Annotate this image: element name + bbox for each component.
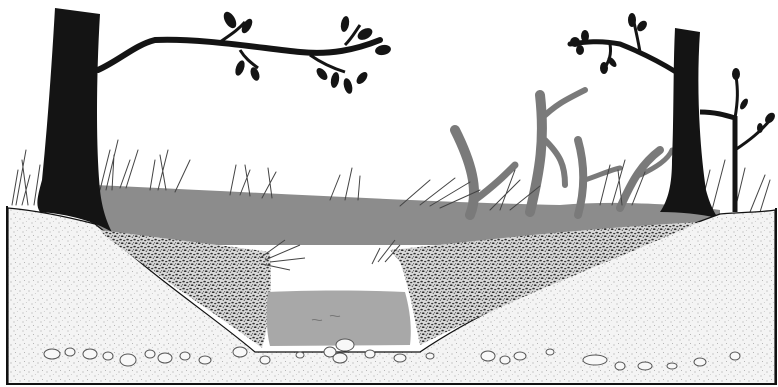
dead-branches (455, 90, 672, 215)
right-tree (570, 13, 777, 218)
water-channel (267, 291, 411, 347)
